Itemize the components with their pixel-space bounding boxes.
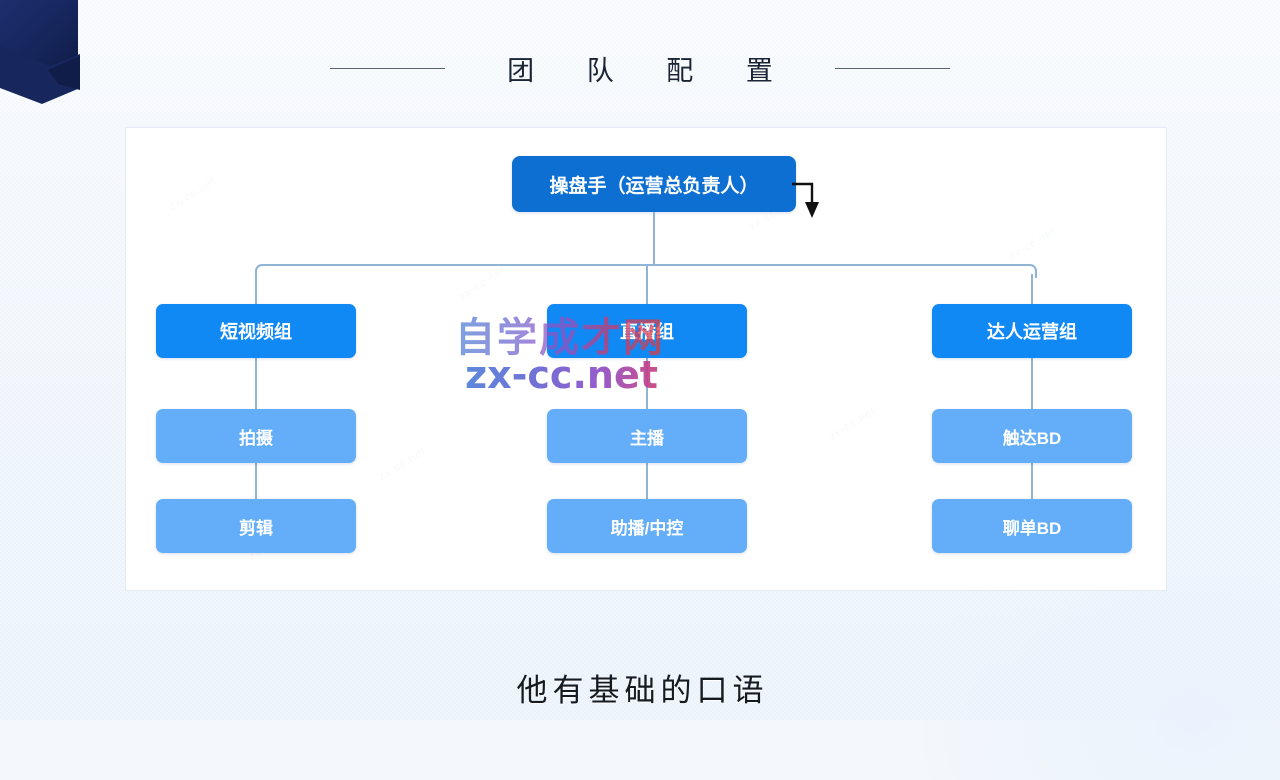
root-outgoing-arrow-icon — [790, 172, 836, 220]
page-title-row: 团 队 配 置 — [0, 44, 1280, 92]
node-leaf-label: 主播 — [630, 428, 664, 448]
node-leaf-label: 助播/中控 — [610, 518, 684, 538]
node-leaf-label: 触达BD — [1002, 428, 1062, 448]
connector-corner-right — [1023, 264, 1037, 278]
connector-group3-leaf1 — [1031, 358, 1033, 411]
connector-drop-group-3 — [1031, 274, 1033, 306]
node-leaf-label: 剪辑 — [239, 518, 273, 538]
node-leaf-outreach-bd[interactable]: 触达BD — [932, 409, 1132, 463]
connector-corner-left — [255, 264, 269, 278]
page-title: 团 队 配 置 — [507, 55, 795, 87]
node-group-label: 直播组 — [620, 322, 674, 342]
org-chart-card: zx-cc.net zx-cc.net zx-cc.net zx-cc.net … — [126, 128, 1166, 590]
node-group-live-stream[interactable]: 直播组 — [547, 304, 747, 358]
ribbon-decoration — [0, 0, 120, 110]
node-group-short-video[interactable]: 短视频组 — [156, 304, 356, 358]
connector-drop-group-2 — [646, 266, 648, 306]
org-chart: 操盘手（运营总负责人） 短视频组 拍摄 — [126, 128, 1166, 590]
connector-root-trunk — [653, 212, 655, 265]
node-group-label: 达人运营组 — [987, 322, 1077, 342]
connector-group2-leaf1 — [646, 358, 648, 411]
node-leaf-assistant-control[interactable]: 助播/中控 — [547, 499, 747, 553]
node-root[interactable]: 操盘手（运营总负责人） — [512, 156, 796, 212]
node-leaf-label: 拍摄 — [239, 428, 273, 448]
node-leaf-editing[interactable]: 剪辑 — [156, 499, 356, 553]
node-leaf-anchor[interactable]: 主播 — [547, 409, 747, 463]
title-rule-left — [330, 67, 446, 69]
connector-leaf1-leaf2-col1 — [255, 463, 257, 501]
node-group-influencer-ops[interactable]: 达人运营组 — [932, 304, 1132, 358]
node-leaf-chat-order-bd[interactable]: 聊单BD — [932, 499, 1132, 553]
node-leaf-label: 聊单BD — [1002, 518, 1062, 538]
connector-group1-leaf1 — [255, 358, 257, 411]
connector-leaf1-leaf2-col2 — [646, 463, 648, 501]
connector-drop-group-1 — [255, 274, 257, 306]
node-leaf-filming[interactable]: 拍摄 — [156, 409, 356, 463]
title-rule-right — [834, 67, 950, 69]
subtitle-caption: 他有基础的口语 — [516, 673, 769, 709]
node-root-label: 操盘手（运营总负责人） — [549, 175, 759, 197]
connector-bus — [263, 264, 1029, 266]
node-group-label: 短视频组 — [220, 322, 292, 342]
connector-leaf1-leaf2-col3 — [1031, 463, 1033, 501]
